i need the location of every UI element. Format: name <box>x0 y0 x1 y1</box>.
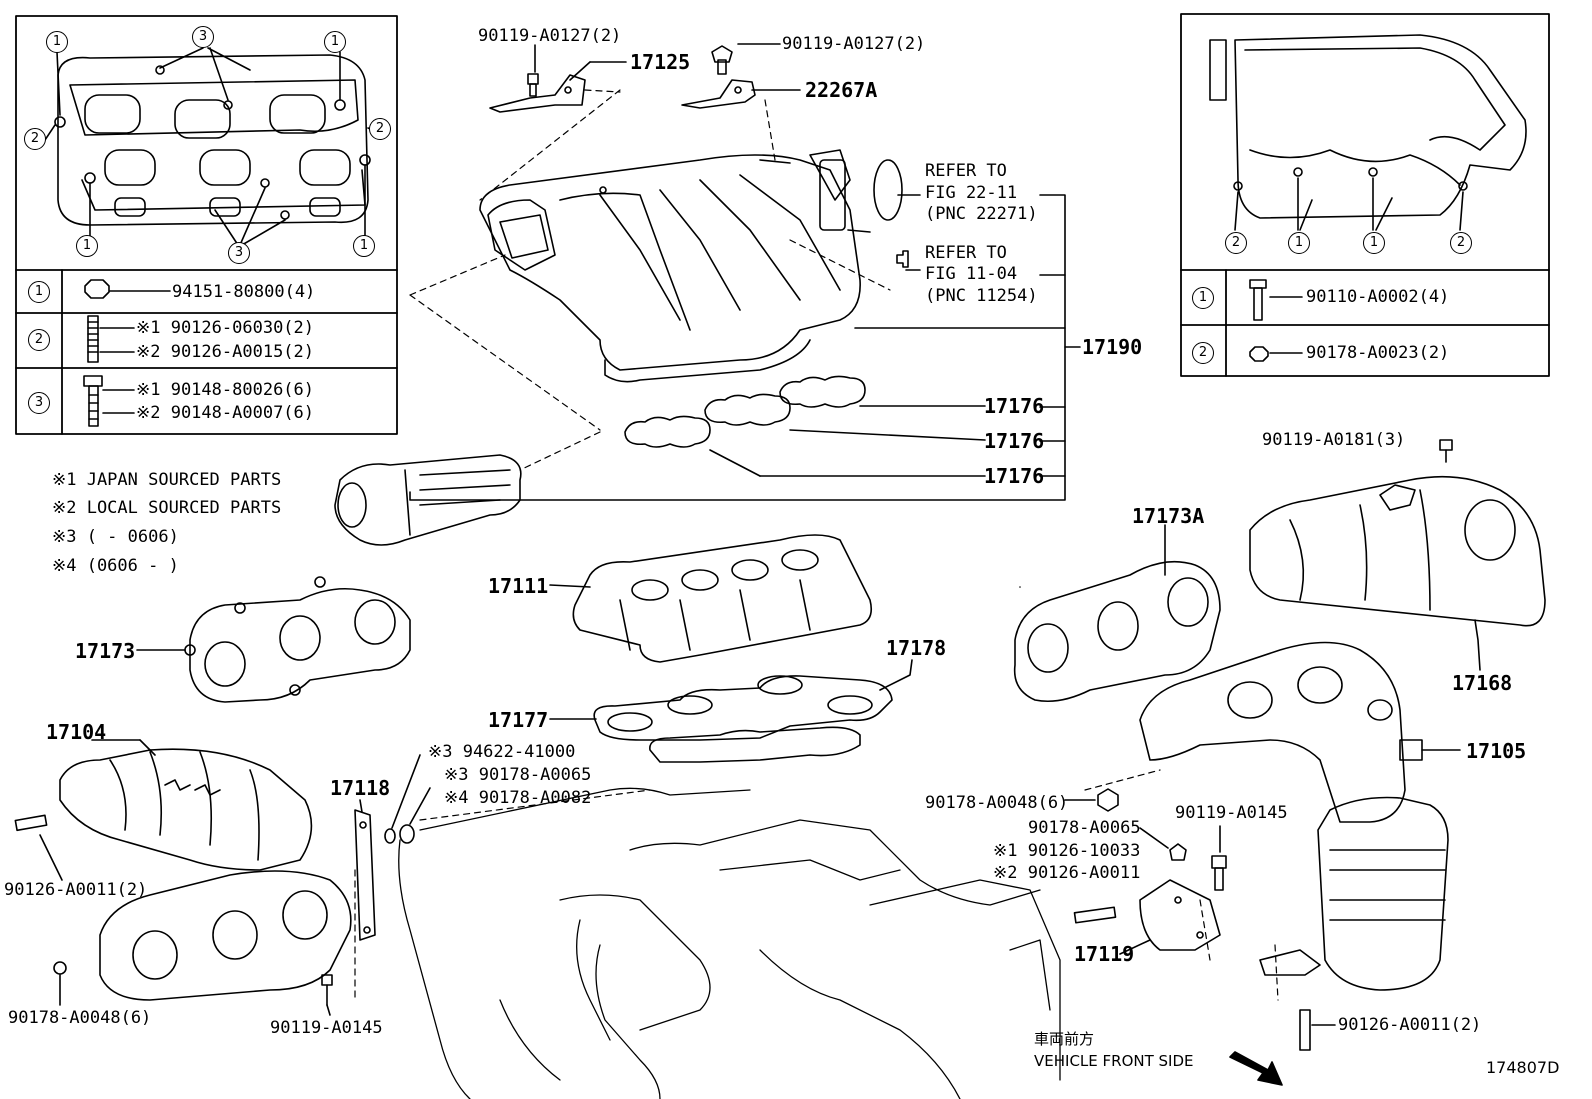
refer-to-2-line3: (PNC 11254) <box>925 286 1038 306</box>
air-duct-drawing <box>334 454 522 546</box>
engine-block-outline <box>398 787 1061 1099</box>
refer-to-1-line3: (PNC 22271) <box>925 204 1038 224</box>
17190-bracket <box>409 194 1081 501</box>
lower-manifold-17111 <box>549 534 873 663</box>
label-90126-a0011-left: 90126-A0011(2) <box>4 880 148 900</box>
label-90119-a0127-right: 90119-A0127(2) <box>782 34 926 54</box>
label-17105: 17105 <box>1466 739 1527 763</box>
vehicle-front-jp: 車両前方 <box>1034 1030 1095 1048</box>
label-90119-a0145-left: 90119-A0145 <box>270 1018 383 1038</box>
label-90126-a0011-right: 90126-A0011(2) <box>1338 1015 1482 1035</box>
label-17176-a: 17176 <box>984 394 1045 418</box>
converter-17104 <box>14 739 352 1006</box>
heat-shield-17168 <box>1249 439 1546 671</box>
callout-1: 1 <box>353 235 375 257</box>
label-90119-a0145-right: 90119-A0145 <box>1175 803 1288 823</box>
label-90119-a0181: 90119-A0181(3) <box>1262 430 1406 450</box>
label-17104: 17104 <box>46 720 107 744</box>
label-17168: 17168 <box>1452 671 1513 695</box>
legend-part-90148-80026: ※1 90148-80026(6) <box>136 380 315 400</box>
legend-num-2: 2 <box>28 329 50 351</box>
vehicle-front-en: VEHICLE FRONT SIDE <box>1034 1052 1194 1070</box>
callout-1: 1 <box>1363 232 1385 254</box>
callout-2: 2 <box>1450 232 1472 254</box>
note-local-sourced: ※2 LOCAL SOURCED PARTS <box>52 498 282 518</box>
refer-to-2-line2: FIG 11-04 <box>925 264 1018 284</box>
callout-3: 3 <box>228 242 250 264</box>
label-17111: 17111 <box>488 574 549 598</box>
legend-part-90126-06030: ※1 90126-06030(2) <box>136 318 315 338</box>
label-17177: 17177 <box>488 708 549 732</box>
label-90119-a0127-left: 90119-A0127(2) <box>478 26 622 46</box>
callout-2: 2 <box>1225 232 1247 254</box>
label-17118: 17118 <box>330 776 391 800</box>
label-90178-a0065-left: ※3 90178-A0065 <box>444 765 592 785</box>
callout-1: 1 <box>324 31 346 53</box>
legend-part-90148-a0007: ※2 90148-A0007(6) <box>136 403 315 423</box>
callout-1: 1 <box>1288 232 1310 254</box>
label-90178-a0048-left: 90178-A0048(6) <box>8 1008 152 1028</box>
sensor-bolt-drawing <box>896 250 909 268</box>
refer-to-1-line1: REFER TO <box>925 161 1007 181</box>
bracket-17119 <box>1064 788 1227 955</box>
vehicle-front-arrow <box>1229 1051 1283 1086</box>
legend-part-94151: 94151-80800(4) <box>172 282 316 302</box>
label-17173: 17173 <box>75 639 136 663</box>
callout-3: 3 <box>192 26 214 48</box>
label-90178-a0048-right: 90178-A0048(6) <box>925 793 1069 813</box>
gaskets-17177-17178 <box>549 659 913 763</box>
label-17173a: 17173A <box>1132 504 1205 528</box>
gasket-17173a <box>1013 524 1221 703</box>
callout-2: 2 <box>369 118 391 140</box>
refer-to-1-line2: FIG 22-11 <box>925 183 1018 203</box>
leader-lines <box>534 43 1021 588</box>
label-17178: 17178 <box>886 636 947 660</box>
legend-part-90110-a0002: 90110-A0002(4) <box>1306 287 1450 307</box>
label-94622-41000: ※3 94622-41000 <box>428 742 576 762</box>
left-legend-grid <box>15 15 398 435</box>
gaskets-17176 <box>624 375 986 477</box>
callout-1: 1 <box>76 235 98 257</box>
label-90126-a0011-mid: ※2 90126-A0011 <box>993 863 1141 883</box>
right-inset-drawing <box>1180 13 1550 377</box>
intake-manifold-17190 <box>479 149 871 383</box>
label-90178-a0082: ※4 90178-A0082 <box>444 788 592 808</box>
legend-part-icons <box>83 279 171 427</box>
legend-num-1: 1 <box>28 281 50 303</box>
legend-part-90126-a0015: ※2 90126-A0015(2) <box>136 342 315 362</box>
legend-num-2: 2 <box>1192 342 1214 364</box>
stay-17118 <box>321 754 431 1016</box>
note-japan-sourced: ※1 JAPAN SOURCED PARTS <box>52 470 282 490</box>
o-ring-drawing <box>873 159 903 221</box>
callout-2: 2 <box>24 128 46 150</box>
label-22267a: 22267A <box>805 78 878 102</box>
label-17119: 17119 <box>1074 942 1135 966</box>
exhaust-manifold-17105 <box>1139 641 1461 1051</box>
legend-num-3: 3 <box>28 392 50 414</box>
note-date-after: ※4 (0606 - ) <box>52 556 179 576</box>
label-90126-10033: ※1 90126-10033 <box>993 841 1141 861</box>
label-17176-c: 17176 <box>984 464 1045 488</box>
label-17176-b: 17176 <box>984 429 1045 453</box>
label-17190: 17190 <box>1082 335 1143 359</box>
dashed-guides <box>354 89 1279 1001</box>
label-17125: 17125 <box>630 50 691 74</box>
brackets-drawing <box>489 45 756 113</box>
note-date-before: ※3 ( - 0606) <box>52 527 179 547</box>
legend-part-90178-a0023: 90178-A0023(2) <box>1306 343 1450 363</box>
callout-1: 1 <box>46 31 68 53</box>
gasket-17173 <box>136 576 411 703</box>
figure-id: 174807D <box>1486 1058 1560 1077</box>
label-90178-a0065-right: 90178-A0065 <box>1028 818 1141 838</box>
refer-to-2-line1: REFER TO <box>925 243 1007 263</box>
legend-num-1: 1 <box>1192 287 1214 309</box>
left-inset-gasket-drawing <box>44 47 381 246</box>
